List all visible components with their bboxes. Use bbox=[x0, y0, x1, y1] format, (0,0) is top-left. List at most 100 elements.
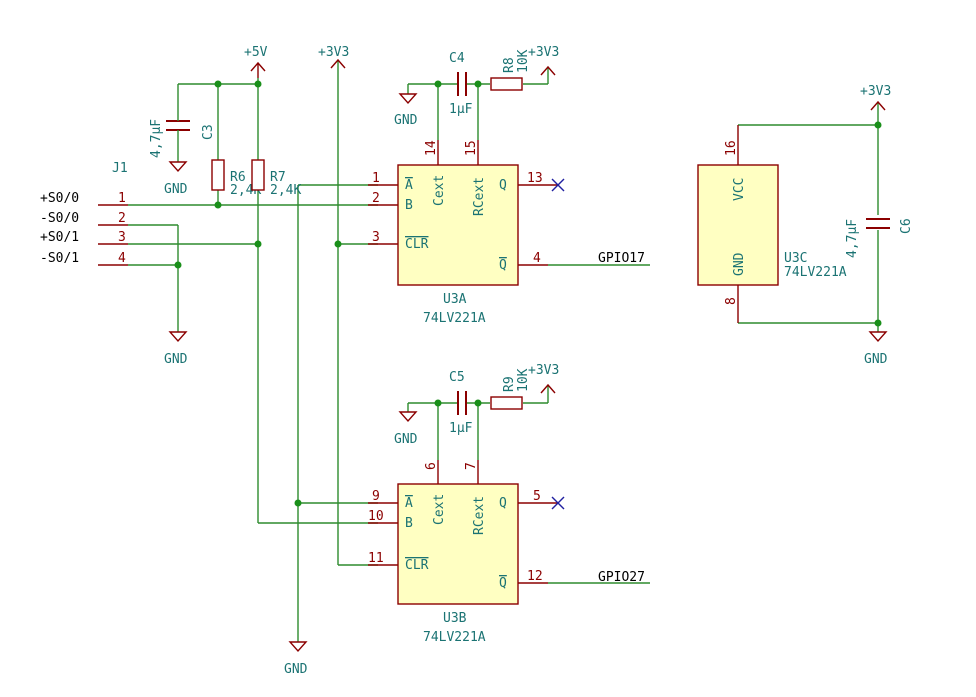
gnd-label: GND bbox=[164, 352, 188, 367]
junction-dot bbox=[434, 399, 442, 407]
gnd-u3b-a: GND bbox=[284, 641, 308, 677]
u3a-pin-num: 14 bbox=[424, 140, 439, 156]
u3c-pin-name: VCC bbox=[732, 178, 747, 201]
power-3v3-rail: +3V3 bbox=[318, 45, 349, 69]
j1-pin-num: 2 bbox=[118, 211, 126, 226]
u3a-pin-name: CLR bbox=[405, 237, 429, 252]
u3b-pin-name: Q bbox=[499, 496, 507, 511]
j1-ref: J1 bbox=[112, 161, 128, 176]
net-label-gpio17: GPIO17 bbox=[598, 251, 645, 266]
c6-ref: C6 bbox=[899, 218, 914, 234]
junction-dot bbox=[874, 121, 882, 129]
power-5v: +5V bbox=[244, 45, 268, 78]
u3b-pin-num: 10 bbox=[368, 509, 384, 524]
u3b-body bbox=[397, 483, 519, 605]
junction-dot bbox=[294, 499, 302, 507]
j1-pin-num: 4 bbox=[118, 251, 126, 266]
power-label-3v3: +3V3 bbox=[528, 363, 559, 378]
u3c-pin-name: GND bbox=[732, 252, 747, 276]
j1-net-label: +S0/1 bbox=[40, 230, 79, 245]
u3b-pin-num: 5 bbox=[533, 489, 541, 504]
j1-net-label: +S0/0 bbox=[40, 191, 79, 206]
u3a-pin-num: 13 bbox=[527, 171, 543, 186]
j1-net-label: -S0/1 bbox=[40, 251, 79, 266]
power-label-5v: +5V bbox=[244, 45, 268, 60]
junction-dot bbox=[434, 80, 442, 88]
gnd-c5: GND bbox=[394, 411, 418, 447]
u3a-pin-num: 15 bbox=[464, 140, 479, 156]
resistor-r8: R8 10K bbox=[490, 49, 531, 91]
junction-dot bbox=[334, 240, 342, 248]
junction-dot bbox=[474, 80, 482, 88]
r9-ref: R9 bbox=[502, 376, 517, 392]
u3b-pin-num: 6 bbox=[424, 462, 439, 470]
u3b-pin-num: 12 bbox=[527, 569, 543, 584]
c5-value: 1µF bbox=[449, 421, 473, 436]
u3c-ref: U3C bbox=[784, 251, 807, 266]
r7-value: 2,4K bbox=[270, 183, 301, 198]
ic-u3c: 16 8 VCC GND U3C 74LV221A bbox=[697, 125, 847, 323]
u3a-pin-name: Cext bbox=[432, 175, 447, 206]
gnd-c3: GND bbox=[164, 161, 188, 197]
u3b-ref: U3B bbox=[443, 611, 467, 626]
power-label-3v3: +3V3 bbox=[318, 45, 349, 60]
power-3v3-r9: +3V3 bbox=[528, 363, 559, 394]
power-label-3v3: +3V3 bbox=[860, 84, 891, 99]
u3a-pin-name: B bbox=[405, 198, 413, 213]
junction-dot bbox=[214, 201, 222, 209]
u3c-part: 74LV221A bbox=[784, 265, 847, 280]
u3a-pin-name: A bbox=[405, 178, 413, 193]
j1-net-label: -S0/0 bbox=[40, 211, 79, 226]
u3b-pin-num: 11 bbox=[368, 551, 384, 566]
u3b-pin-name: RCext bbox=[472, 496, 487, 535]
gnd-label: GND bbox=[394, 432, 418, 447]
gnd-u3c: GND bbox=[864, 331, 888, 367]
j1-pin-num: 1 bbox=[118, 191, 126, 206]
r8-ref: R8 bbox=[502, 57, 517, 73]
u3b-pin-num: 9 bbox=[372, 489, 380, 504]
u3a-body bbox=[397, 164, 519, 286]
u3b-part: 74LV221A bbox=[423, 630, 486, 645]
c4-value: 1µF bbox=[449, 102, 473, 117]
gnd-label: GND bbox=[864, 352, 888, 367]
c4-ref: C4 bbox=[449, 51, 465, 66]
gnd-label: GND bbox=[284, 662, 308, 677]
gnd-label: GND bbox=[394, 113, 418, 128]
r6-ref: R6 bbox=[230, 170, 246, 185]
c3-value: 4,7µF bbox=[149, 119, 164, 158]
net-label-gpio27: GPIO27 bbox=[598, 570, 645, 585]
u3b-pin-name: CLR bbox=[405, 558, 429, 573]
power-label-3v3: +3V3 bbox=[528, 45, 559, 60]
capacitor-c4: C4 1µF bbox=[449, 51, 473, 117]
resistor-r6: R6 2,4K bbox=[211, 159, 261, 198]
u3a-pin-name: Q bbox=[499, 258, 507, 273]
u3c-body bbox=[697, 164, 779, 286]
u3a-ref: U3A bbox=[443, 292, 467, 307]
power-3v3-r8: +3V3 bbox=[528, 45, 559, 76]
ic-u3b: 9 10 11 6 7 5 12 A B CLR Cext RCext Q Q … bbox=[368, 460, 645, 645]
gnd-label: GND bbox=[164, 182, 188, 197]
u3c-pin-num: 16 bbox=[724, 140, 739, 156]
u3a-pin-name: RCext bbox=[472, 177, 487, 216]
r7-ref: R7 bbox=[270, 170, 286, 185]
u3a-pin-name: Q bbox=[499, 178, 507, 193]
ic-u3a: 1 2 3 14 15 13 4 A B CLR Cext RCext Q Q … bbox=[368, 140, 645, 326]
c3-ref: C3 bbox=[201, 124, 216, 140]
u3a-pin-num: 2 bbox=[372, 191, 380, 206]
resistor-r9: R9 10K bbox=[490, 368, 531, 410]
junction-dot bbox=[174, 261, 182, 269]
junction-dot bbox=[874, 319, 882, 327]
junctions bbox=[174, 80, 882, 507]
junction-dot bbox=[214, 80, 222, 88]
wires bbox=[128, 60, 879, 642]
u3a-pin-num: 4 bbox=[533, 251, 541, 266]
connector-j1: J1 1 2 3 4 +S0/0 -S0/0 +S0/1 -S0/1 bbox=[40, 161, 128, 266]
u3b-pin-name: Q bbox=[499, 576, 507, 591]
u3a-pin-num: 3 bbox=[372, 230, 380, 245]
capacitor-c6: C6 4,7µF bbox=[845, 218, 914, 258]
u3c-pin-num: 8 bbox=[724, 297, 739, 305]
junction-dot bbox=[254, 240, 262, 248]
power-3v3-u3c: +3V3 bbox=[860, 84, 891, 111]
c5-ref: C5 bbox=[449, 370, 465, 385]
